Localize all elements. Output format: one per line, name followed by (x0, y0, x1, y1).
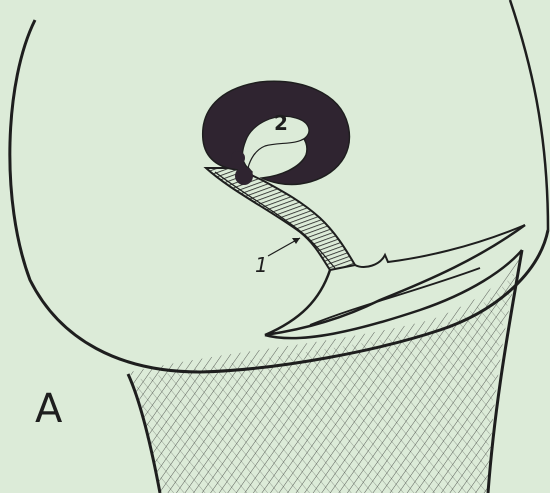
back-outline (510, 0, 548, 230)
cervix-lobe-2 (235, 167, 253, 185)
callout-label-2: 2 (274, 111, 288, 135)
panel-label: A (35, 386, 63, 432)
thigh-hatched-overlay (135, 270, 515, 493)
callout-label-1: 1 (255, 253, 268, 277)
cervix-lobe-1 (231, 151, 245, 165)
callout-1-arrowhead (292, 238, 300, 244)
vestibule-line (355, 225, 525, 267)
